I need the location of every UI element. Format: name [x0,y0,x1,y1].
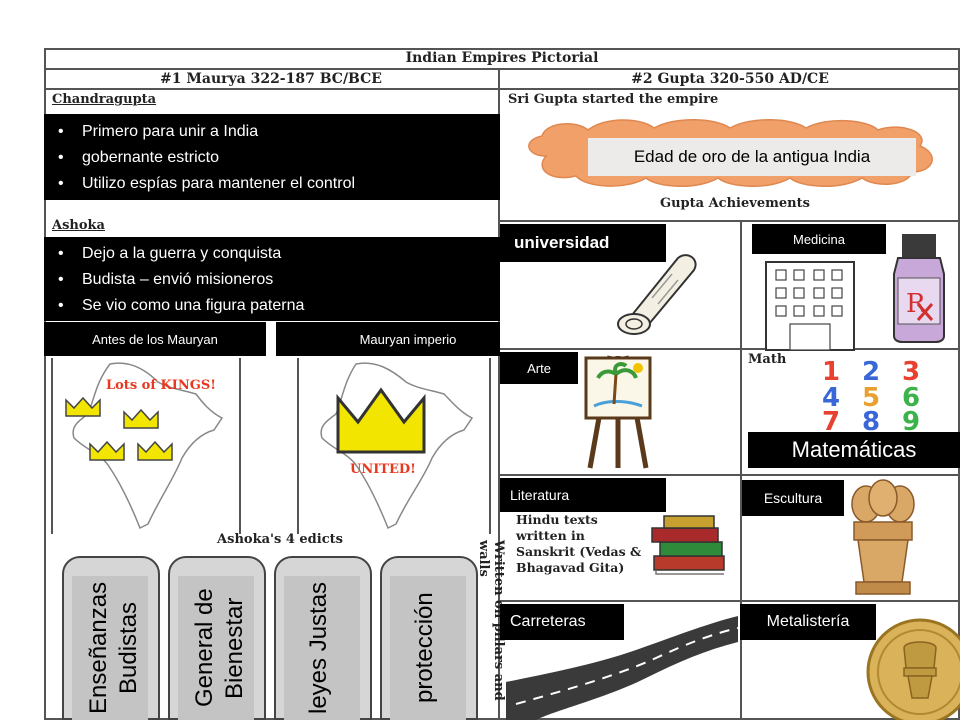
crown-icon [336,387,426,454]
math-digit: 7 [822,407,840,432]
math-digit: 1 [822,357,840,387]
sculpture-label: Escultura [742,480,844,516]
united-caption: UNITED! [350,462,416,477]
easel-icon [584,355,652,469]
metalwork-label: Metalistería [740,604,876,640]
divider [44,88,960,90]
golden-age-label: Edad de oro de la antigua India [588,138,916,176]
roads-label: Carreteras [500,604,624,640]
crown-icon [65,396,101,417]
mauryan-empire-label: Mauryan imperio [276,322,500,356]
divider [498,68,500,720]
list-item: Utilizo espías para mantener el control [44,171,500,197]
math-digit: 9 [902,407,920,432]
edict-label [284,576,360,720]
edict-just-laws: leyes Justas [305,581,332,715]
chandragupta-label: Chandragupta [52,92,157,107]
india-map-united [297,358,491,534]
list-item: Dejo a la guerra y conquista [44,241,500,267]
list-item: gobernante estricto [44,145,500,171]
medicine-label: Medicina [752,224,886,254]
list-item: Budista – envió misioneros [44,267,500,293]
gupta-header: #2 Gupta 320-550 AD/CE [631,71,829,87]
list-item: Se vio como una figura paterna [44,293,500,319]
art-label: Arte [500,352,578,384]
literature-label: Literatura [500,478,666,512]
page-title: Indian Empires Pictorial [405,50,599,66]
coin-icon [866,618,960,720]
crown-icon [89,440,125,461]
edict-general-welfare: General de Bienestar [191,588,248,708]
maurya-header: #1 Maurya 322-187 BC/BCE [160,71,382,87]
math-digit: 6 [902,383,920,413]
edict-label [178,576,254,720]
divider [498,348,960,350]
chandragupta-facts: Primero para unir a India gobernante est… [44,114,500,200]
divider [498,600,960,602]
achievements-title: Gupta Achievements [660,196,810,211]
edicts-side-text: Written on pillars and walls [476,540,506,701]
math-digit: 3 [902,357,920,387]
scroll-icon [617,254,697,335]
edicts-title: Ashoka's 4 edicts [217,532,343,547]
crown-icon [123,408,159,429]
edict-label [390,576,466,720]
edict-protection: protección [411,592,438,704]
math-digit: 2 [862,357,880,387]
before-mauryan-label: Antes de los Mauryan [44,322,266,356]
books-icon [651,515,725,575]
edict-buddhist-teachings: Enseñanzas Budistas [85,581,142,715]
divider [740,220,742,720]
math-digit: 5 [862,383,880,413]
math-label: Matemáticas [748,432,960,468]
divider [44,68,960,70]
divider [498,220,960,222]
road-icon [506,616,738,720]
math-original-label: Math [748,352,787,367]
literature-note: Hindu texts written in Sanskrit (Vedas &… [516,512,642,575]
hospital-icon [765,261,855,351]
lion-capital-icon [851,479,915,595]
math-digits: 1 2 3 4 5 6 7 8 9 [822,357,920,432]
math-digit: 8 [862,407,880,432]
lots-of-kings-caption: Lots of KINGS! [106,378,216,393]
ashoka-facts: Dejo a la guerra y conquista Budista – e… [44,237,500,321]
gupta-founder: Sri Gupta started the empire [508,92,719,107]
math-digit: 4 [822,383,840,413]
university-label: universidad [500,224,666,262]
crown-icon [137,440,173,461]
list-item: Primero para unir a India [44,119,500,145]
medicine-bottle-icon: R [893,234,945,343]
divider [498,474,960,476]
india-map-divided [51,358,241,534]
svg-text:R: R [906,289,927,319]
ashoka-label: Ashoka [52,218,105,233]
edict-label [72,576,148,720]
